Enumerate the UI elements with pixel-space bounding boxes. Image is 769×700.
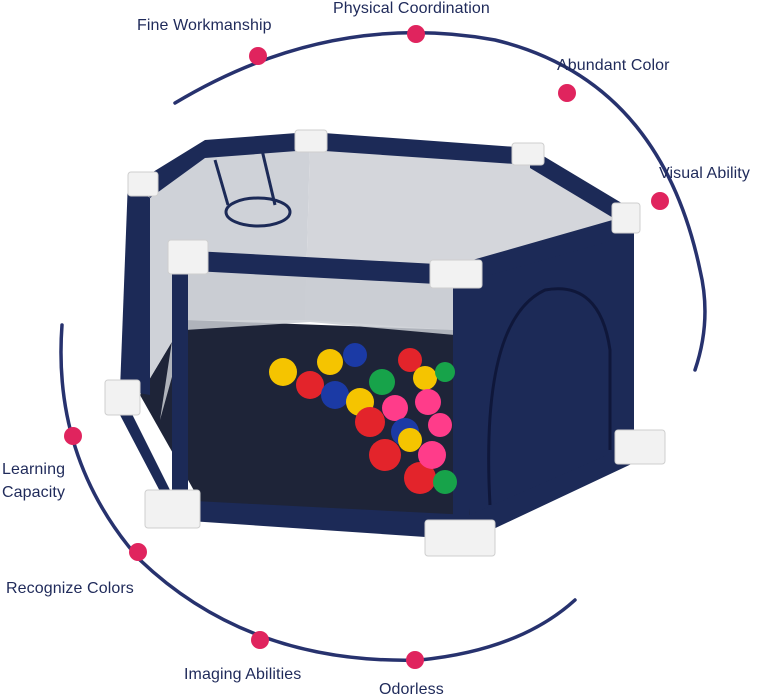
top-rail-back xyxy=(205,132,530,165)
dot-imaging-abilities xyxy=(251,631,269,649)
dot-fine-workmanship xyxy=(249,47,267,65)
top-rail-front xyxy=(175,250,455,285)
dot-recognize-colors xyxy=(129,543,147,561)
top-rail-front-right xyxy=(455,215,632,285)
dot-odorless xyxy=(406,651,424,669)
label-odorless: Odorless xyxy=(379,681,444,698)
front-left-mesh xyxy=(160,255,455,420)
label-learning-capacity: Learning Capacity xyxy=(2,461,66,501)
playpen-image xyxy=(104,129,666,557)
dot-learning-capacity xyxy=(64,427,82,445)
label-fine-workmanship: Fine Workmanship xyxy=(137,17,272,34)
label-imaging-abilities: Imaging Abilities xyxy=(184,666,302,683)
pole-front-left xyxy=(172,255,188,505)
feature-arc xyxy=(59,30,707,662)
dot-abundant-color xyxy=(558,84,576,102)
left-fabric-wall xyxy=(120,180,150,395)
pole-right xyxy=(620,215,634,450)
zip-door xyxy=(487,287,612,506)
connectors xyxy=(104,129,666,557)
ball-pit xyxy=(269,343,457,494)
lower-arc xyxy=(59,323,577,662)
dot-visual-ability xyxy=(651,192,669,210)
feature-dots xyxy=(64,25,669,669)
top-rail-right xyxy=(530,148,630,228)
dot-physical-coordination xyxy=(407,25,425,43)
basketball-hoop xyxy=(224,196,292,228)
pole-front-right xyxy=(453,270,469,525)
label-physical-coordination: Physical Coordination xyxy=(333,0,490,17)
label-recognize-colors: Recognize Colors xyxy=(6,580,134,597)
upper-arc xyxy=(173,30,707,372)
label-abundant-color: Abundant Color xyxy=(557,57,670,74)
label-visual-ability: Visual Ability xyxy=(659,165,750,182)
bottom-rail-front xyxy=(175,445,640,540)
